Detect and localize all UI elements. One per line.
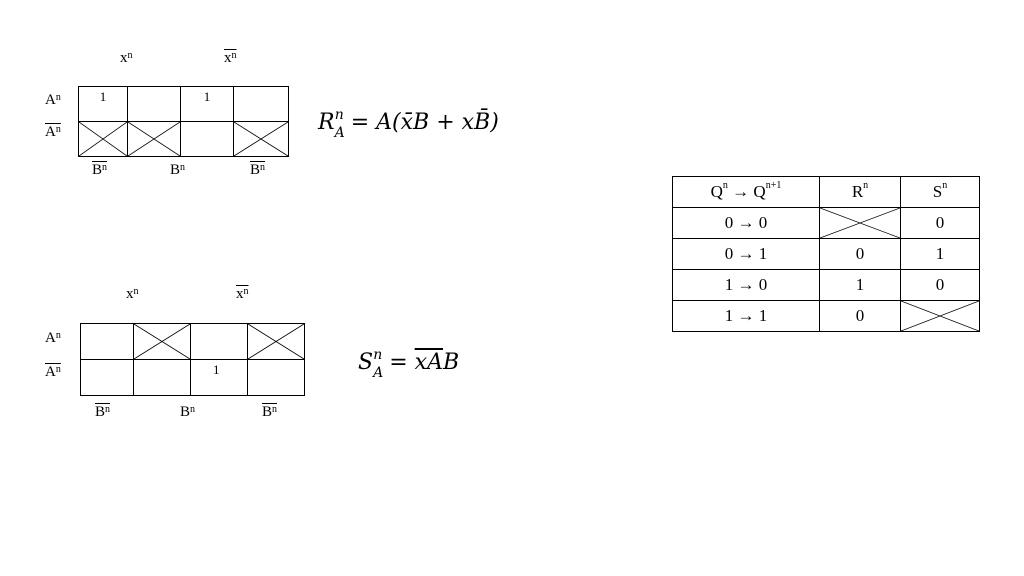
kmap2-bottom-label-b: Bn	[180, 404, 196, 420]
cross-icon	[248, 324, 304, 359]
kmap1-cell-dont-care	[127, 121, 181, 157]
r-cell: 0	[819, 238, 901, 270]
kmap2-col-label-x: xn	[126, 286, 139, 302]
s-cell: 0	[900, 269, 980, 301]
table-row: 1 → 0 1 0	[672, 269, 980, 301]
kmap1-bottom-label-b-bar: Bn	[250, 162, 266, 178]
kmap2-grid: 1	[80, 323, 305, 396]
kmap1-cell	[180, 121, 234, 157]
cross-icon	[820, 208, 900, 238]
kmap2-cell	[133, 359, 191, 396]
kmap2-cell	[80, 359, 134, 396]
header-s: Sn	[900, 176, 980, 208]
kmap2-col-label-x-bar: xn	[236, 286, 249, 302]
cross-icon	[234, 122, 288, 156]
kmap1-bottom-label-b: Bn	[170, 162, 186, 178]
s-cell: 0	[900, 207, 980, 239]
r-cell: 0	[819, 300, 901, 332]
kmap2-cell-dont-care	[247, 323, 305, 360]
kmap2-cell-dont-care	[133, 323, 191, 360]
kmap1-cell	[233, 86, 289, 122]
formula-r-a: RAn = A(x̄B + xB̄)	[318, 107, 499, 141]
kmap1-cell	[127, 86, 181, 122]
kmap2-row-label-a: An	[45, 330, 61, 346]
header-transition: Qn → Qn+1	[672, 176, 820, 208]
kmap1-bottom-label-b-bar: Bn	[92, 162, 108, 178]
kmap2-cell	[247, 359, 305, 396]
cross-icon	[128, 122, 180, 156]
header-r: Rn	[819, 176, 901, 208]
kmap1-cell: 1	[180, 86, 234, 122]
transition-cell: 1 → 1	[672, 300, 820, 332]
kmap1-row-label-a-bar: An	[45, 124, 61, 140]
cross-icon	[79, 122, 127, 156]
kmap2-bottom-label-b-bar: Bn	[262, 404, 278, 420]
kmap2-cell	[190, 323, 248, 360]
kmap1-cell: 1	[78, 86, 128, 122]
kmap1-row-label-a: An	[45, 92, 61, 108]
rs-excitation-table: Qn → Qn+1 Rn Sn 0 → 0 0 0 → 1 0 1 1 → 0 …	[672, 176, 980, 332]
kmap2-row-label-a-bar: An	[45, 364, 61, 380]
kmap1-cell-dont-care	[78, 121, 128, 157]
cross-icon	[134, 324, 190, 359]
r-cell-dont-care	[819, 207, 901, 239]
r-cell: 1	[819, 269, 901, 301]
transition-cell: 1 → 0	[672, 269, 820, 301]
kmap2-cell	[80, 323, 134, 360]
kmap1-col-label-x: xn	[120, 50, 133, 66]
kmap2-cell: 1	[190, 359, 248, 396]
formula-s-a: SAn = xAB	[358, 347, 460, 381]
s-cell: 1	[900, 238, 980, 270]
transition-cell: 0 → 0	[672, 207, 820, 239]
kmap2-bottom-label-b-bar: Bn	[95, 404, 111, 420]
cross-icon	[901, 301, 979, 331]
table-row: 1 → 1 0	[672, 300, 980, 332]
table-row: 0 → 1 0 1	[672, 238, 980, 270]
kmap1-col-label-x-bar: xn	[224, 50, 237, 66]
kmap1-grid: 1 1	[78, 86, 289, 157]
transition-cell: 0 → 1	[672, 238, 820, 270]
kmap1-cell-dont-care	[233, 121, 289, 157]
table-row: 0 → 0 0	[672, 207, 980, 239]
s-cell-dont-care	[900, 300, 980, 332]
table-header-row: Qn → Qn+1 Rn Sn	[672, 176, 980, 208]
